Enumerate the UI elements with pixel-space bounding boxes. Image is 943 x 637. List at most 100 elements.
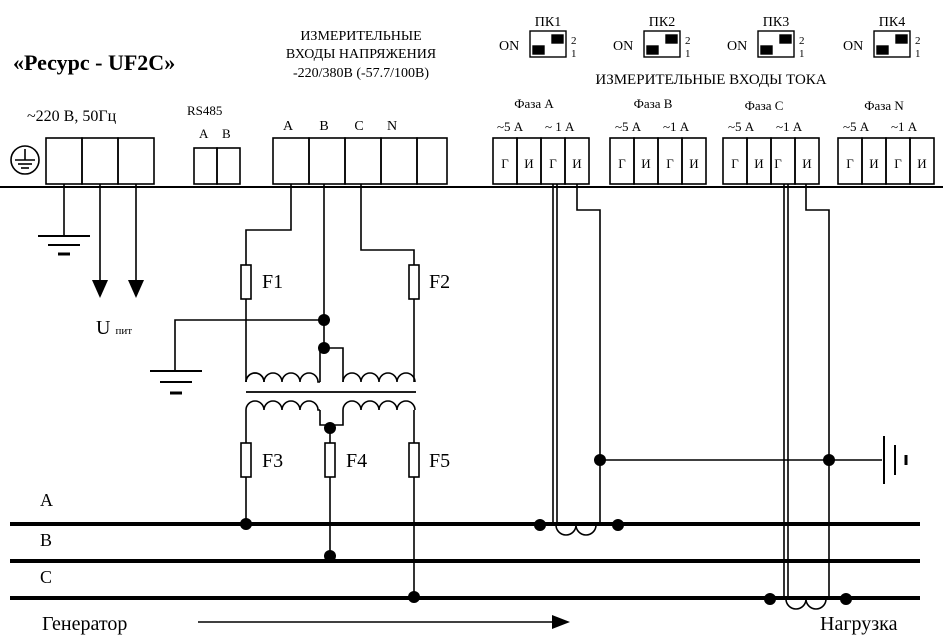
phase-c-terminal-block (722, 137, 820, 185)
voltage-terminal-label-b: B (319, 119, 329, 134)
ground-icon (883, 436, 908, 484)
bus-label-c: C (40, 567, 53, 587)
voltage-terminal-block (272, 137, 448, 185)
range-label-1a: ~1 А (776, 119, 803, 134)
switch-on-label: ON (727, 39, 748, 54)
terminal-letter: Г (731, 156, 739, 171)
voltage-terminal-label-c: C (354, 119, 364, 134)
range-label-5a: ~5 А (497, 119, 524, 134)
switch-pos-label: 2 (685, 35, 691, 47)
junction-dot (240, 518, 252, 530)
terminal-letter: Г (618, 156, 626, 171)
junction-dot (764, 593, 776, 605)
phase-c-label: Фаза С (744, 98, 784, 113)
dip-switch-pk2 (643, 30, 681, 58)
device-title: «Ресурс - UF2C» (13, 50, 176, 75)
arrow-down-icon (92, 280, 108, 298)
phase-n-terminal-block (837, 137, 935, 185)
junction-dot (840, 593, 852, 605)
rs485-label: RS485 (187, 103, 223, 118)
terminal-letter: И (572, 156, 582, 171)
phase-a-label: Фаза А (514, 96, 554, 111)
switch-on-label: ON (613, 39, 634, 54)
junction-dot (318, 314, 330, 326)
terminal-letter: Г (501, 156, 509, 171)
dip-switch-pk4 (873, 30, 911, 58)
switch-pos-label: 2 (571, 35, 577, 47)
voltage-terminal-label-n: N (386, 119, 398, 134)
voltage-inputs-heading-line1: ИЗМЕРИТЕЛЬНЫЕ (300, 29, 422, 44)
ground-icon (38, 235, 90, 256)
generator-label: Генератор (42, 613, 128, 635)
phase-n-label: Фаза N (864, 98, 904, 113)
range-label-5a: ~5 А (843, 119, 870, 134)
switch-label-pk2: ПК2 (648, 15, 676, 30)
switch-pos-label: 1 (685, 48, 691, 60)
arrow-down-icon (128, 280, 144, 298)
load-label: Нагрузка (820, 613, 898, 635)
fuse-label-f1: F1 (262, 271, 284, 293)
junction-dot (324, 550, 336, 562)
terminal-letter: И (689, 156, 699, 171)
voltage-inputs-heading-line3: -220/380В (-57.7/100В) (292, 66, 430, 81)
rs485-terminal-a-label: A (199, 126, 209, 141)
current-transformer-a (540, 524, 618, 536)
range-label-5a: ~5 А (728, 119, 755, 134)
junction-dot (594, 454, 606, 466)
switch-label-pk1: ПК1 (534, 15, 562, 30)
junction-dot (318, 342, 330, 354)
junction-dot (612, 519, 624, 531)
fuse-label-f5: F5 (429, 450, 451, 472)
ground-terminal-icon (10, 145, 40, 175)
bus-label-b: B (40, 530, 53, 550)
switch-label-pk4: ПК4 (878, 15, 906, 30)
voltage-terminal-label-a: A (282, 119, 294, 134)
rs485-terminal-b-label: B (222, 126, 231, 141)
dip-switch-pk1 (529, 30, 567, 58)
supply-voltage-label: U пит (96, 317, 133, 339)
current-inputs-heading: ИЗМЕРИТЕЛЬНЫЕ ВХОДЫ ТОКА (595, 72, 827, 88)
terminal-letter: И (754, 156, 764, 171)
transformer-primary-coil (245, 372, 416, 383)
range-label-5a: ~5 А (615, 119, 642, 134)
fuse-f4 (324, 442, 336, 478)
transformer-secondary-coil (245, 400, 416, 411)
range-label-1a: ~ 1 А (545, 119, 575, 134)
junction-dot (823, 454, 835, 466)
junction-dots (240, 314, 852, 605)
switch-on-label: ON (843, 39, 864, 54)
junction-dot (534, 519, 546, 531)
fuse-label-f4: F4 (346, 450, 368, 472)
fuse-label-f3: F3 (262, 450, 284, 472)
range-label-1a: ~1 А (891, 119, 918, 134)
rs485-terminal-block (193, 147, 241, 185)
switch-pos-label: 1 (915, 48, 921, 60)
current-transformer-c (770, 598, 846, 610)
terminal-letter: Г (894, 156, 902, 171)
switch-label-pk3: ПК3 (762, 15, 790, 30)
switch-pos-label: 2 (799, 35, 805, 47)
bus-label-a: A (40, 490, 53, 510)
terminal-letter: Г (549, 156, 557, 171)
terminal-letter: И (917, 156, 927, 171)
terminal-letter: И (869, 156, 879, 171)
voltage-inputs-heading-line2: ВХОДЫ НАПРЯЖЕНИЯ (285, 47, 437, 62)
junction-dot (324, 422, 336, 434)
switch-pos-label: 2 (915, 35, 921, 47)
arrow-right-icon (552, 615, 570, 629)
range-label-1a: ~1 А (663, 119, 690, 134)
fuse-f3 (240, 442, 252, 478)
fuse-f1 (240, 264, 252, 300)
ground-icon (150, 370, 202, 395)
terminal-letter: И (524, 156, 534, 171)
switch-pos-label: 1 (571, 48, 577, 60)
switch-pos-label: 1 (799, 48, 805, 60)
terminal-letter: Г (774, 156, 782, 171)
switch-on-label: ON (499, 39, 520, 54)
fuse-f5 (408, 442, 420, 478)
terminal-letter: И (802, 156, 812, 171)
phase-b-label: Фаза В (633, 96, 673, 111)
dip-switch-pk3 (757, 30, 795, 58)
terminal-letter: И (641, 156, 651, 171)
